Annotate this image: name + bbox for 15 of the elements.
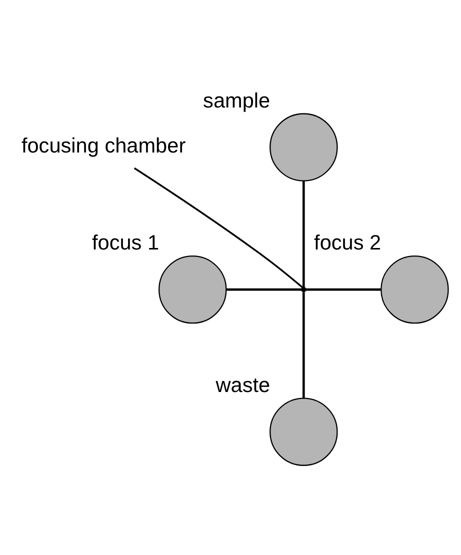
node-text: focusing chamber [21,134,186,157]
connector [226,288,302,290]
node-label: focus 1 [92,231,160,254]
node-circle [158,254,227,324]
node-label: waste [216,373,270,396]
node-circle [270,112,338,181]
node-point [301,286,306,292]
node-label: focus 2 [314,231,382,254]
node-circle [270,397,338,466]
connector [134,166,304,288]
connector [302,292,305,398]
node-label: sample [203,88,270,112]
connector [302,180,305,287]
node-circle [380,254,449,324]
connector [306,288,382,290]
